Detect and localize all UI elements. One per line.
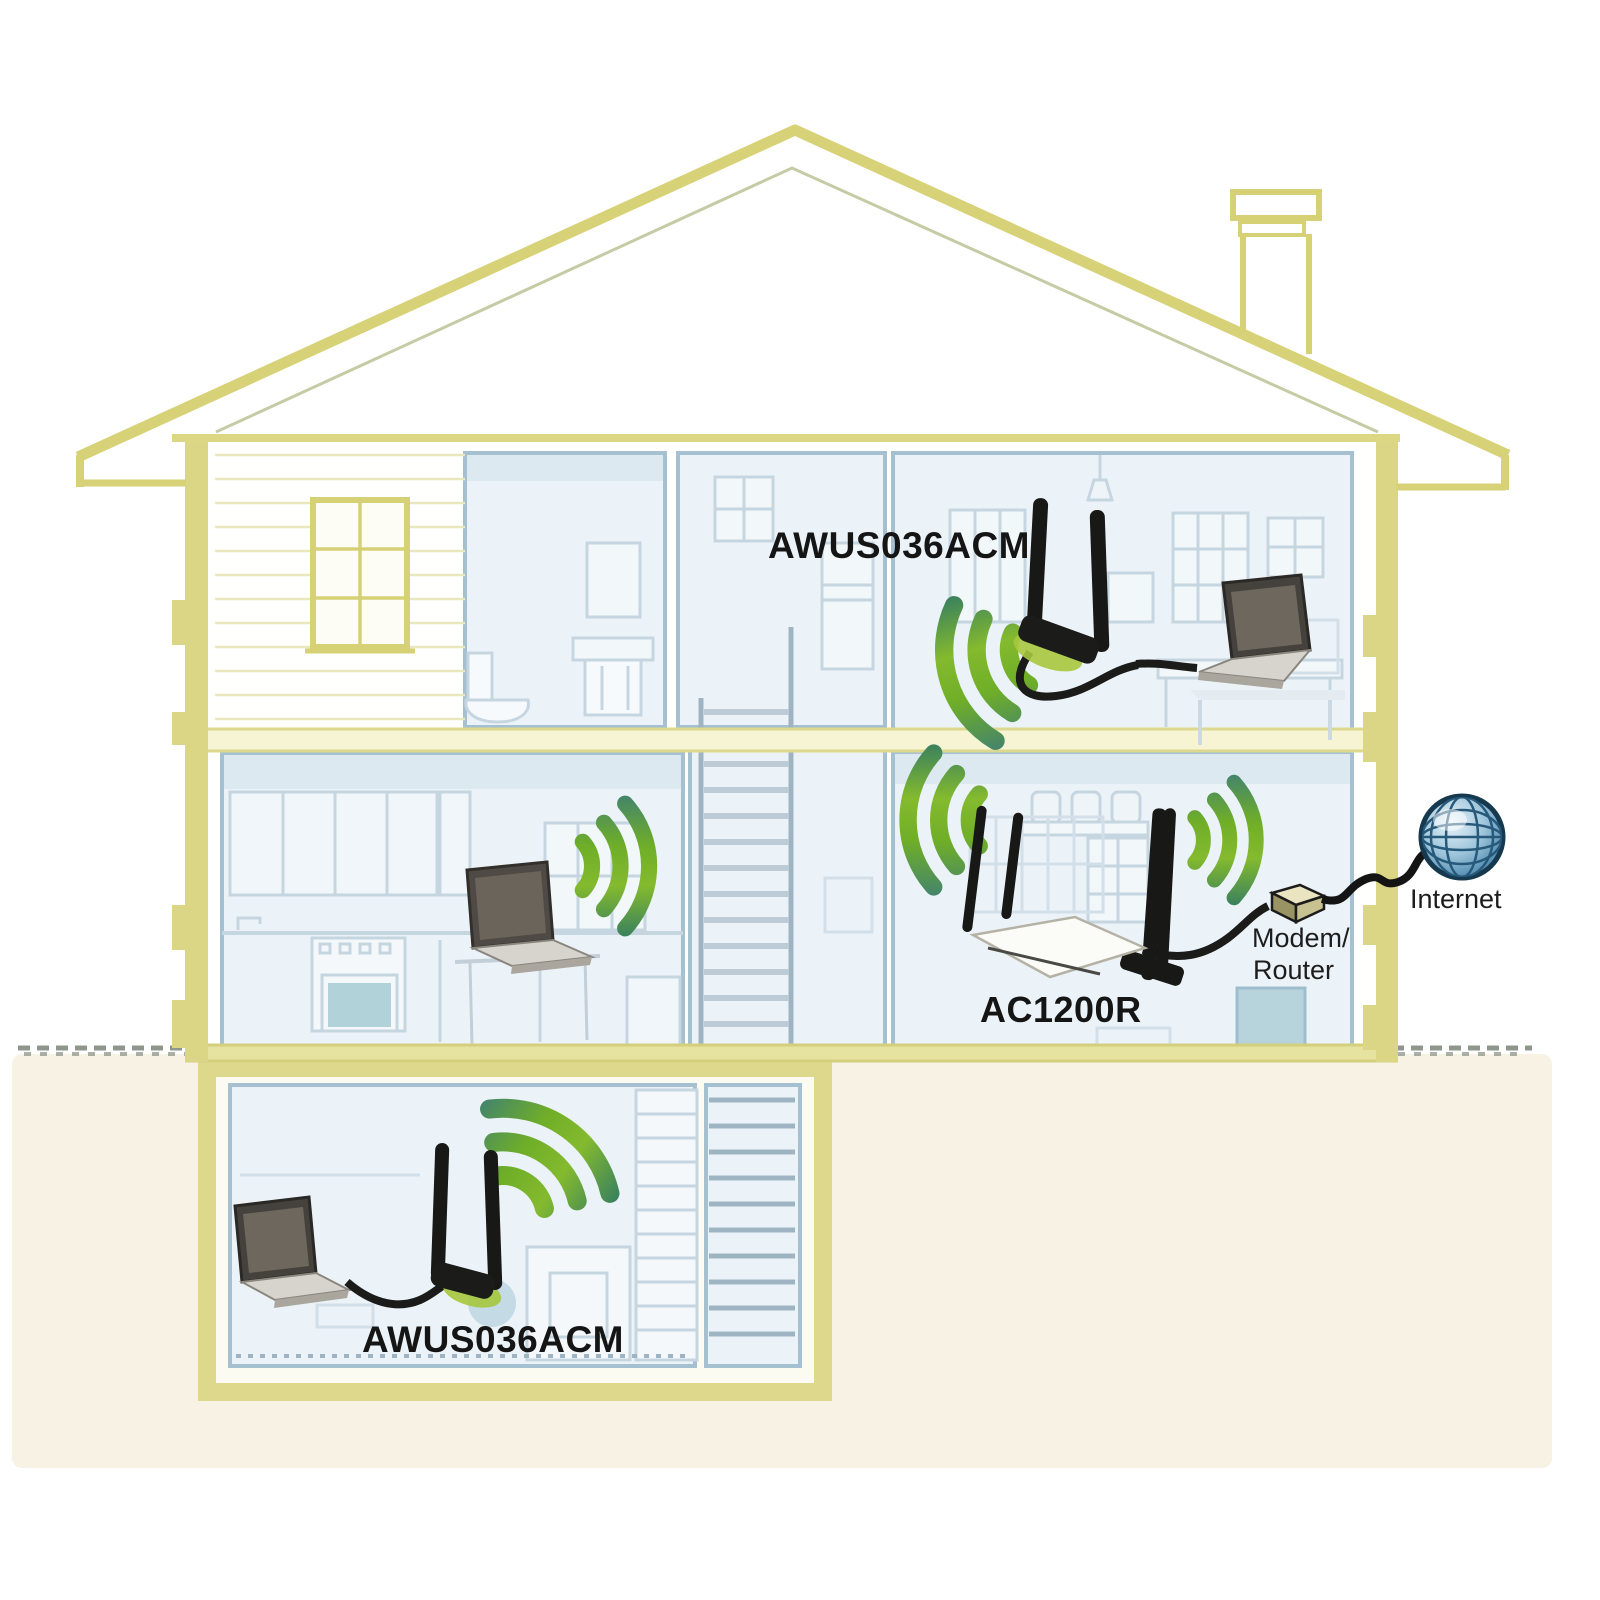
kitchen-decor	[222, 790, 683, 1047]
roof	[75, 124, 1511, 491]
siding-lines	[215, 453, 465, 721]
shelf-grid	[968, 815, 1105, 914]
attic-window	[305, 497, 415, 654]
floor-bands	[185, 727, 1398, 1063]
oven-window	[328, 983, 391, 1027]
antenna	[430, 1143, 450, 1280]
furniture	[222, 455, 1344, 1362]
label-router: AC1200R	[980, 989, 1142, 1030]
router-body	[969, 915, 1149, 979]
antenna	[1026, 498, 1049, 630]
antenna	[483, 1150, 503, 1290]
label-internet: Internet	[1410, 884, 1502, 914]
ceiling-lamp	[1085, 478, 1115, 502]
grass-line	[18, 1045, 1532, 1056]
usb-cable	[1015, 649, 1139, 701]
adapter-body	[1018, 615, 1100, 664]
slatted-cabinet	[634, 1088, 699, 1362]
label-modem-line1: Modem/	[1252, 923, 1350, 953]
internet-cable	[1320, 848, 1430, 905]
ethernet-cable	[1141, 902, 1270, 960]
label-adapter-upstairs: AWUS036ACM	[768, 525, 1030, 566]
right-wall	[1376, 438, 1398, 1062]
mirror	[585, 541, 642, 619]
antenna	[1001, 812, 1024, 920]
left-wall	[185, 438, 208, 1062]
roof-outline	[75, 124, 1511, 463]
chimney-icon	[1230, 189, 1322, 354]
laptop-basement	[233, 1195, 353, 1308]
basement-decor	[236, 1088, 699, 1362]
basement-window	[1235, 986, 1307, 1054]
laptop-upstairs	[1135, 573, 1345, 745]
antenna	[962, 805, 987, 933]
house-structure	[75, 124, 1511, 1063]
internet-globe-icon	[1418, 793, 1506, 881]
bathroom-fixtures	[464, 541, 655, 724]
room-hall-lower	[688, 748, 887, 1050]
laptop-kitchen	[465, 860, 596, 974]
antenna	[1089, 510, 1110, 652]
chair	[1110, 790, 1142, 825]
adapter-body	[430, 1262, 495, 1299]
usb-cable	[1135, 659, 1198, 672]
sink	[571, 636, 655, 662]
antenna-base	[1120, 950, 1184, 986]
exterior-walls	[172, 438, 1398, 1062]
ladder	[709, 1097, 795, 1337]
antenna	[1141, 808, 1167, 981]
label-modem-line2: Router	[1253, 955, 1334, 985]
ceiling-strips	[224, 455, 1350, 789]
washer	[525, 1245, 632, 1362]
room-basement-stairwell	[704, 1083, 802, 1368]
usb-wifi-adapter-upstairs	[1013, 498, 1139, 701]
hall-upper-decor	[713, 475, 875, 671]
living-decor	[823, 618, 1340, 1058]
labels: AWUS036ACM AWUS036ACM AC1200R Modem/ Rou…	[362, 525, 1502, 1360]
antenna	[1156, 808, 1176, 969]
wifi-router-icon	[962, 805, 1270, 986]
usb-wifi-adapter-basement	[344, 1143, 516, 1327]
faucet	[236, 916, 262, 930]
roof-inner-line	[215, 166, 1379, 434]
desk-top	[1190, 690, 1345, 700]
toilet	[466, 651, 494, 703]
label-adapter-basement: AWUS036ACM	[362, 1319, 624, 1360]
